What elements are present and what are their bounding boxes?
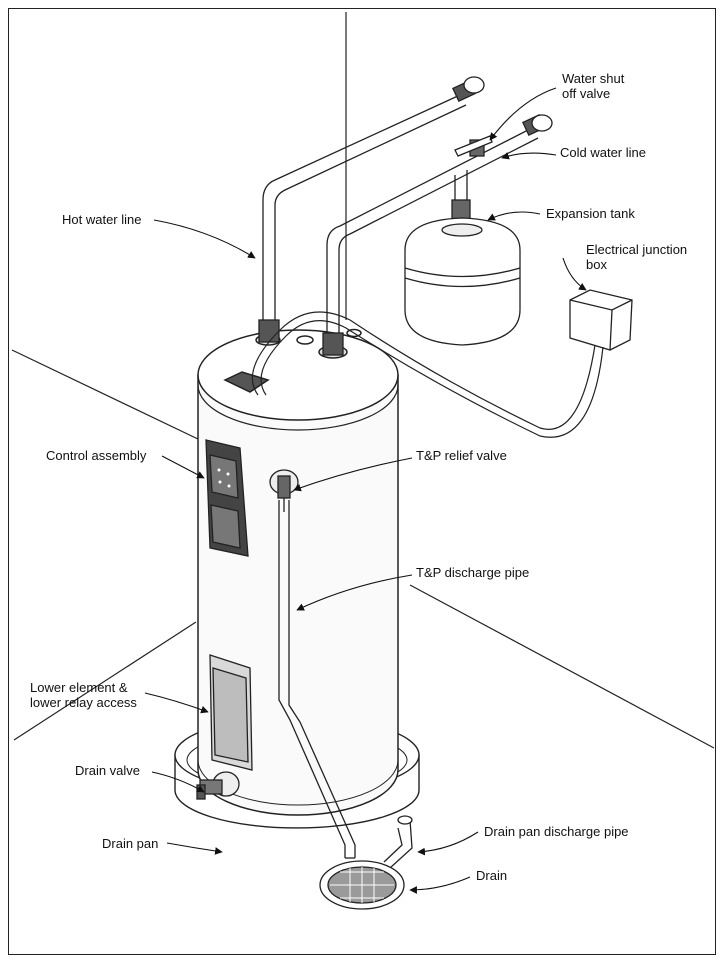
right-floor-line: [409, 584, 715, 749]
left-wall-floor-line: [11, 349, 201, 441]
arrow-drain-valve: [151, 771, 205, 793]
label-tp-discharge-pipe: T&P discharge pipe: [416, 565, 530, 580]
label-drain-valve: Drain valve: [75, 763, 141, 778]
arrow-cold-water-line: [501, 152, 557, 160]
label-drain-pan: Drain pan: [102, 836, 159, 851]
arrow-lower-element: [144, 692, 209, 714]
arrow-drain: [409, 876, 471, 894]
arrow-drain-pan: [166, 842, 223, 855]
label-lower-element-line1: Lower element &: [30, 680, 128, 695]
expansion-tank: [404, 199, 521, 346]
label-electrical-junction-box-line2: box: [586, 257, 607, 272]
arrow-shut-off-valve: [489, 87, 557, 141]
room-lines: [11, 12, 715, 749]
junction-box: [569, 289, 633, 351]
drain-pan-discharge-pipe: [382, 815, 413, 869]
electrical-cable: [251, 311, 604, 438]
label-drain: Drain: [476, 868, 508, 883]
arrow-junction-box: [562, 257, 587, 291]
label-control-assembly: Control assembly: [46, 448, 147, 463]
hot-water-line: [258, 76, 485, 343]
water-shut-off-valve: [454, 135, 493, 157]
arrow-hot-water-line: [153, 219, 256, 259]
label-tp-relief-valve: T&P relief valve: [416, 448, 507, 463]
label-water-shut-off-valve-line2: off valve: [562, 86, 611, 101]
label-hot-water-line: Hot water line: [62, 212, 142, 227]
control-assembly: [205, 439, 249, 557]
label-drain-pan-discharge-pipe: Drain pan discharge pipe: [484, 824, 629, 839]
label-lower-element-line2: lower relay access: [30, 695, 137, 710]
left-floor-line: [13, 621, 197, 741]
tp-relief-valve: [269, 469, 299, 512]
arrow-control-assembly: [161, 455, 205, 479]
arrow-tp-discharge-pipe: [296, 574, 413, 611]
diagram-frame: [8, 8, 716, 955]
drain-grate: [319, 860, 405, 910]
label-water-shut-off-valve-line1: Water shut: [562, 71, 625, 86]
label-expansion-tank: Expansion tank: [546, 206, 635, 221]
leader-arrows: [144, 87, 587, 894]
label-cold-water-line: Cold water line: [560, 145, 646, 160]
cold-water-line: [322, 113, 553, 356]
lower-element-panel: [209, 654, 253, 771]
arrow-drain-pan-discharge-pipe: [417, 831, 479, 856]
tp-discharge-pipe: [278, 500, 356, 859]
arrow-expansion-tank: [487, 211, 541, 221]
label-electrical-junction-box-line1: Electrical junction: [586, 242, 688, 257]
arrow-tp-relief-valve: [293, 457, 413, 492]
